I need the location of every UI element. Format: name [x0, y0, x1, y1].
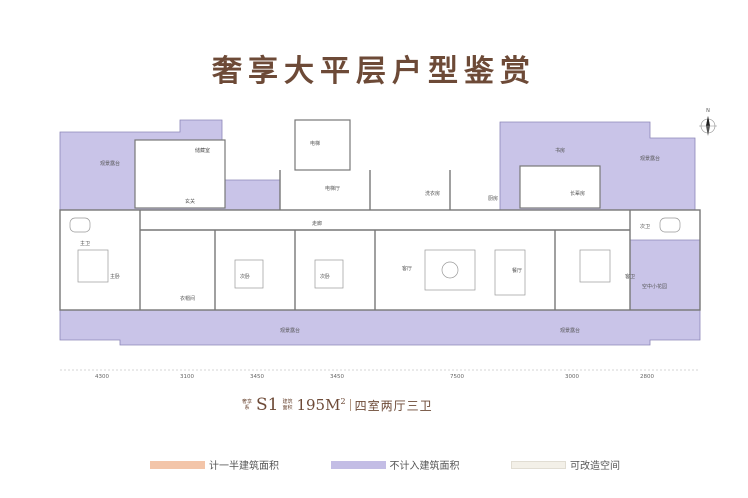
bed-2	[314, 259, 344, 289]
label-living-room: 客厅	[402, 265, 412, 272]
label-bath-main: 主卫	[80, 240, 90, 247]
area-number: 195M	[296, 396, 341, 414]
unit-spec: 奢享系 S1 建筑面积 195M2 四室两厅三卫	[242, 395, 433, 415]
page-title: 奢享大平层户型鉴赏	[212, 54, 536, 89]
dimension-1: 4300	[95, 374, 109, 380]
dimension-6: 3000	[565, 374, 579, 380]
dining-table	[494, 249, 526, 296]
elderly-room-top	[519, 165, 601, 209]
area-unit-sup: 2	[340, 397, 346, 406]
main-wall	[59, 209, 701, 311]
bathtub	[69, 217, 91, 233]
label-laundry: 洗衣房	[425, 190, 440, 197]
label-walk-in-closet: 衣帽间	[180, 295, 195, 302]
label-sky-garden: 空中小花园	[642, 283, 667, 290]
label-bedroom-elderly: 客卫	[625, 273, 635, 280]
legend-label-modifiable: 可改造空间	[570, 461, 620, 472]
legend-swatch-half-area	[150, 460, 205, 469]
sofa-set	[424, 249, 476, 291]
label-master-bedroom: 主卧	[110, 273, 120, 280]
compass: N	[694, 108, 722, 138]
unit-code: S1	[256, 395, 279, 415]
compass-icon	[699, 116, 717, 136]
legend-label-not-counted: 不计入建筑面积	[389, 461, 460, 472]
compass-north-label: N	[706, 108, 710, 114]
label-bedroom-1: 次卧	[240, 273, 250, 280]
area-label: 建筑面积	[282, 399, 293, 411]
elevator-shaft	[294, 119, 351, 171]
dimension-7: 2800	[640, 374, 654, 380]
sky-garden	[629, 239, 701, 311]
label-elevator-hall: 电梯厅	[325, 185, 340, 192]
label-bedroom-2: 次卧	[320, 273, 330, 280]
legend-item-half-area: 计一半建筑面积	[150, 457, 279, 472]
legend-swatch-not-counted	[330, 460, 386, 469]
label-entry: 玄关	[185, 198, 195, 205]
master-bed	[77, 249, 109, 283]
label-bath-second: 次卫	[640, 223, 650, 230]
coffee-table	[441, 261, 459, 279]
label-balcony-bottom-right: 观景露台	[560, 327, 580, 334]
spec-divider	[349, 399, 351, 411]
label-storage: 储藏室	[195, 147, 210, 154]
legend: 计一半建筑面积 不计入建筑面积 可改造空间	[150, 457, 620, 472]
balcony-bottom	[59, 309, 701, 346]
label-dining-room: 餐厅	[512, 267, 522, 274]
elderly-bed	[579, 249, 611, 283]
series-label: 奢享系	[242, 399, 253, 411]
bathtub-2	[659, 217, 681, 233]
label-balcony-top-right: 观景露台	[640, 155, 660, 162]
label-corridor: 走廊	[312, 220, 322, 227]
bed-1	[234, 259, 264, 289]
legend-swatch-modifiable	[511, 460, 566, 469]
label-study: 书房	[555, 147, 565, 154]
legend-label-half-area: 计一半建筑面积	[209, 461, 279, 472]
label-elevator: 电梯	[310, 140, 320, 147]
floor-plan: 观景露台 储藏室 电梯 电梯厅 玄关 洗衣房 厨房 书房 观景露台 长辈房 主卫…	[40, 100, 720, 380]
legend-item-not-counted: 不计入建筑面积	[330, 457, 460, 472]
legend-item-modifiable: 可改造空间	[511, 457, 620, 472]
area-value: 195M2	[296, 396, 345, 414]
storage-room	[134, 139, 226, 209]
dimension-3: 3450	[250, 374, 264, 380]
unit-layout: 四室两厅三卫	[354, 398, 433, 413]
label-kitchen: 厨房	[488, 195, 498, 202]
dimension-5: 7500	[450, 374, 464, 380]
dimension-2: 3100	[180, 374, 194, 380]
label-elderly-room: 长辈房	[570, 190, 585, 197]
floor-plan-drawing: 观景露台 储藏室 电梯 电梯厅 玄关 洗衣房 厨房 书房 观景露台 长辈房 主卫…	[59, 119, 701, 380]
label-balcony-bottom-left: 观景露台	[280, 327, 300, 334]
dimension-4: 3450	[330, 374, 344, 380]
label-balcony-top-left: 观景露台	[100, 160, 120, 167]
